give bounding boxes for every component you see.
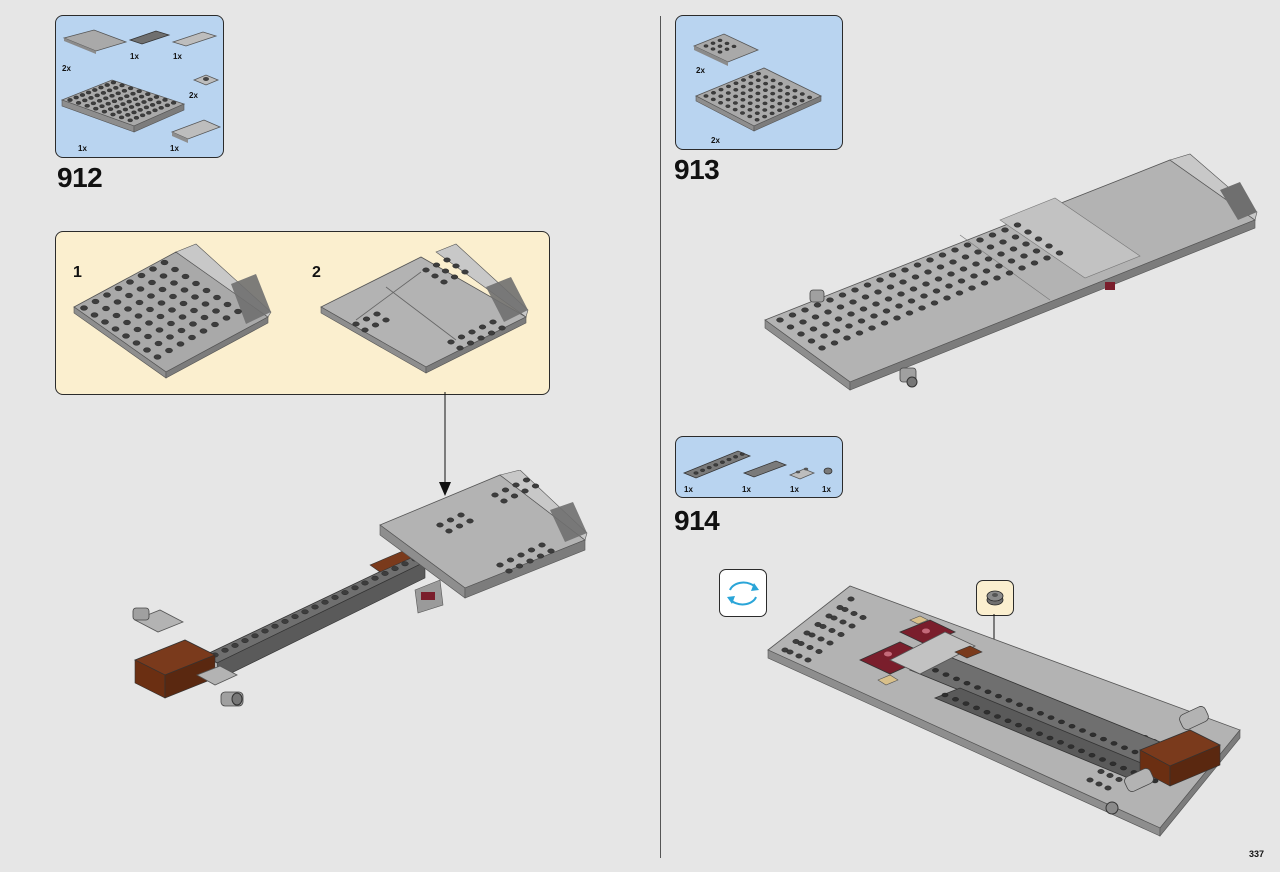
page-number: 337: [1248, 849, 1264, 859]
stud-grid: [67, 80, 177, 123]
step-914-model: [767, 585, 1241, 837]
part-qty: 2x: [696, 66, 705, 75]
step-number-913: 913: [674, 154, 720, 185]
placement-arrow-icon: [439, 392, 451, 496]
substep-number-1: 1: [73, 264, 82, 281]
parts-illustration-914: [682, 450, 833, 480]
step-913-model: [764, 153, 1258, 391]
substep-box: 1 2: [55, 231, 550, 395]
parts-box-914: 1x 1x 1x 1x: [675, 436, 843, 498]
part-qty: 1x: [170, 144, 179, 153]
parts-box-912: 2x 1x 1x 2x 1x 1x: [55, 15, 224, 158]
substep-number-2: 2: [312, 264, 321, 281]
part-qty: 1x: [684, 485, 693, 494]
part-qty: 2x: [62, 64, 71, 73]
part-qty: 1x: [130, 52, 139, 61]
step-number-914: 914: [674, 505, 720, 536]
part-qty: 1x: [78, 144, 87, 153]
page-divider: [660, 16, 661, 858]
round-plate-callout: [976, 580, 1014, 616]
part-qty: 1x: [790, 485, 799, 494]
rotate-model-icon: [727, 581, 759, 606]
parts-illustration-913: [692, 33, 822, 132]
parts-box-913: 2x 2x: [675, 15, 843, 150]
part-qty: 1x: [173, 52, 182, 61]
round-plate-callout-icon: [986, 590, 1004, 606]
part-qty: 2x: [711, 136, 720, 145]
parts-illustration-912: [60, 29, 222, 143]
part-qty: 2x: [189, 91, 198, 100]
part-qty: 1x: [822, 485, 831, 494]
rotate-model-callout: [719, 569, 767, 617]
substep-illustration: [73, 243, 529, 379]
step-number-912: 912: [57, 162, 103, 193]
part-qty: 1x: [742, 485, 751, 494]
step-912-model: [132, 470, 588, 707]
